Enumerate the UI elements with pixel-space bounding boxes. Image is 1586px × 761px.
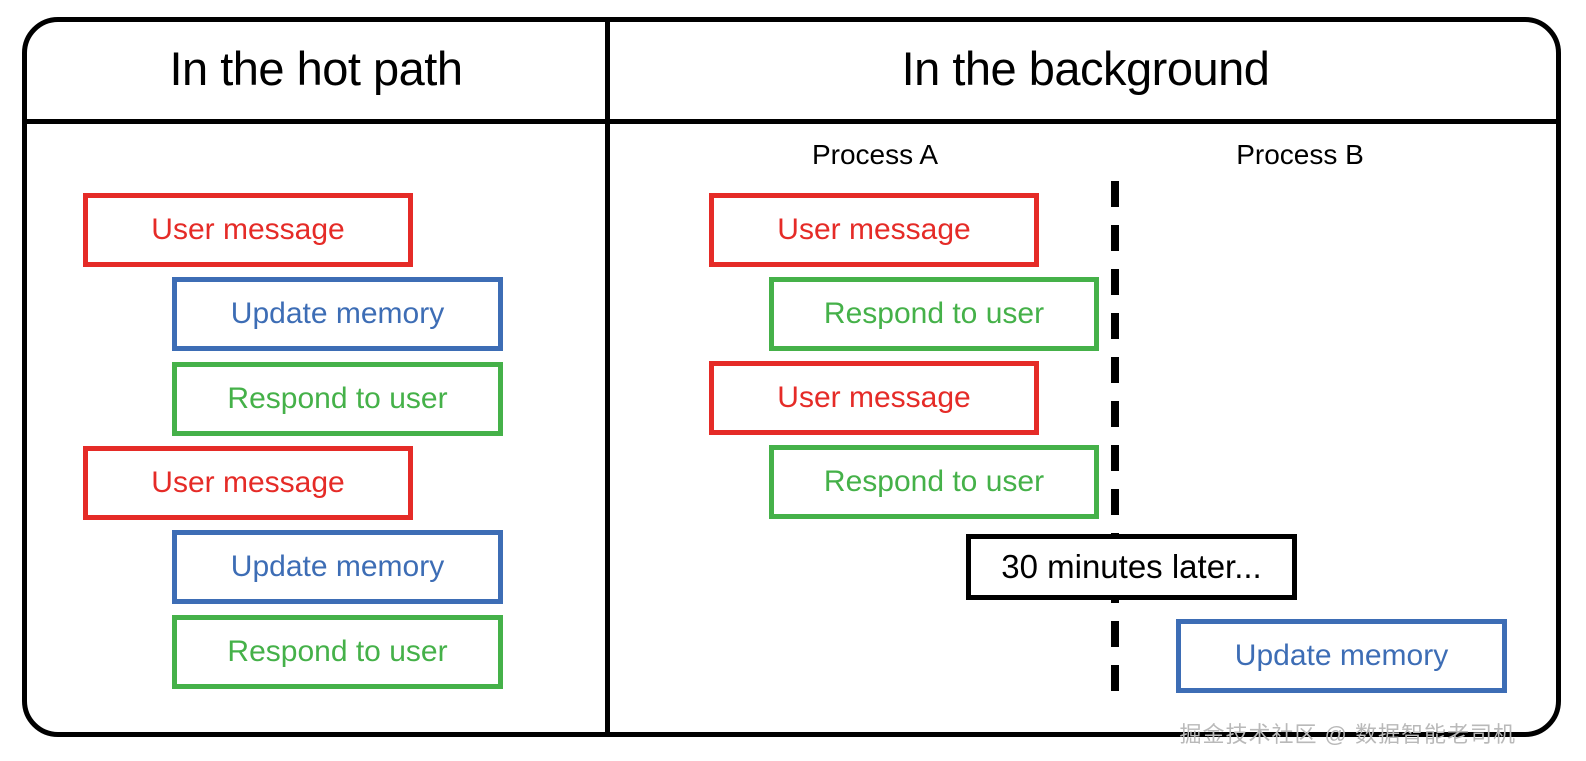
outer-frame [22,17,1561,737]
process-separator-dashed-line [1111,181,1119,693]
process-a-step-3: Respond to user [769,445,1099,519]
process-a-step-0: User message [709,193,1039,267]
watermark-text: 掘金技术社区 @ 数据智能老司机 [1179,722,1516,747]
process-b-step-0: Update memory [1176,619,1507,693]
hot-path-step-3: User message [83,446,413,520]
hot-path-step-4: Update memory [172,530,503,604]
vertical-divider [605,17,610,737]
hot-path-step-1: Update memory [172,277,503,351]
time-gap-box: 30 minutes later... [966,534,1297,600]
hot-path-step-2: Respond to user [172,362,503,436]
header-divider [22,119,1561,124]
process-a-step-2: User message [709,361,1039,435]
process-b-label: Process B [1236,139,1364,170]
hot-path-step-5: Respond to user [172,615,503,689]
process-a-label: Process A [811,139,939,170]
column-title-background: In the background [901,42,1270,95]
process-a-step-1: Respond to user [769,277,1099,351]
column-title-hot-path: In the hot path [169,42,463,95]
hot-path-step-0: User message [83,193,413,267]
